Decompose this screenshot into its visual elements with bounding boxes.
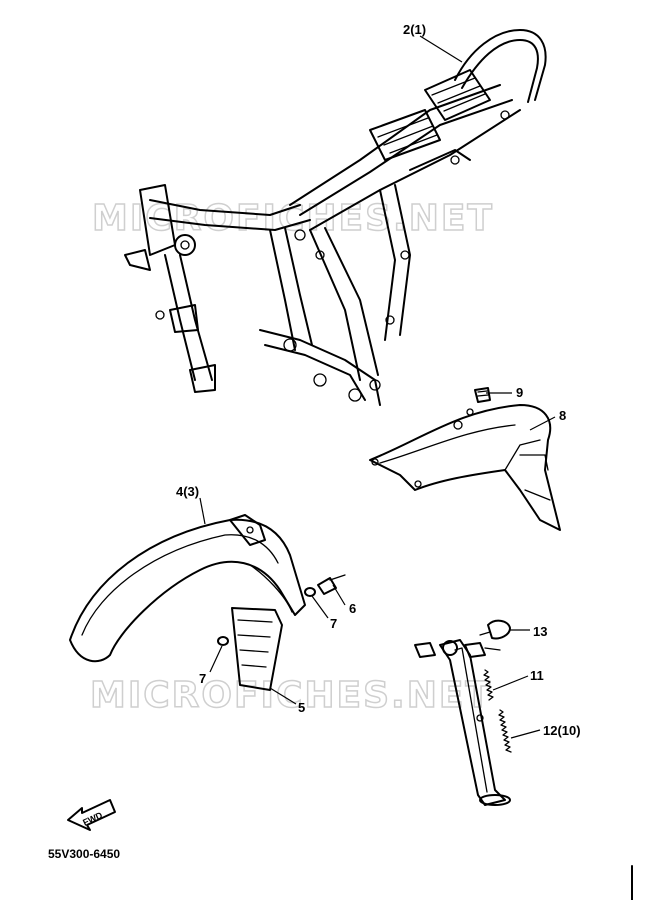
fwd-arrow-icon: FWD (67, 799, 116, 831)
watermark-bottom: MICROFICHES.NET (90, 675, 492, 716)
callout-12: 12(10) (543, 723, 581, 738)
sidestand-drawing (414, 619, 512, 806)
callout-2: 2(1) (403, 22, 426, 37)
diagram-code: 55V300-6450 (48, 847, 120, 861)
callout-11: 11 (530, 668, 544, 683)
callout-6: 6 (349, 601, 356, 616)
frame-drawing (124, 29, 547, 406)
callout-13: 13 (533, 624, 547, 639)
callout-7-left: 7 (199, 671, 206, 686)
rear-fender-drawing (369, 387, 561, 531)
callout-8: 8 (559, 408, 566, 423)
callout-4: 4(3) (176, 484, 199, 499)
callout-7-right: 7 (330, 616, 337, 631)
callout-9: 9 (516, 385, 523, 400)
callout-5: 5 (298, 700, 305, 715)
front-fender-drawing (69, 514, 346, 691)
leader-lines (199, 35, 556, 739)
